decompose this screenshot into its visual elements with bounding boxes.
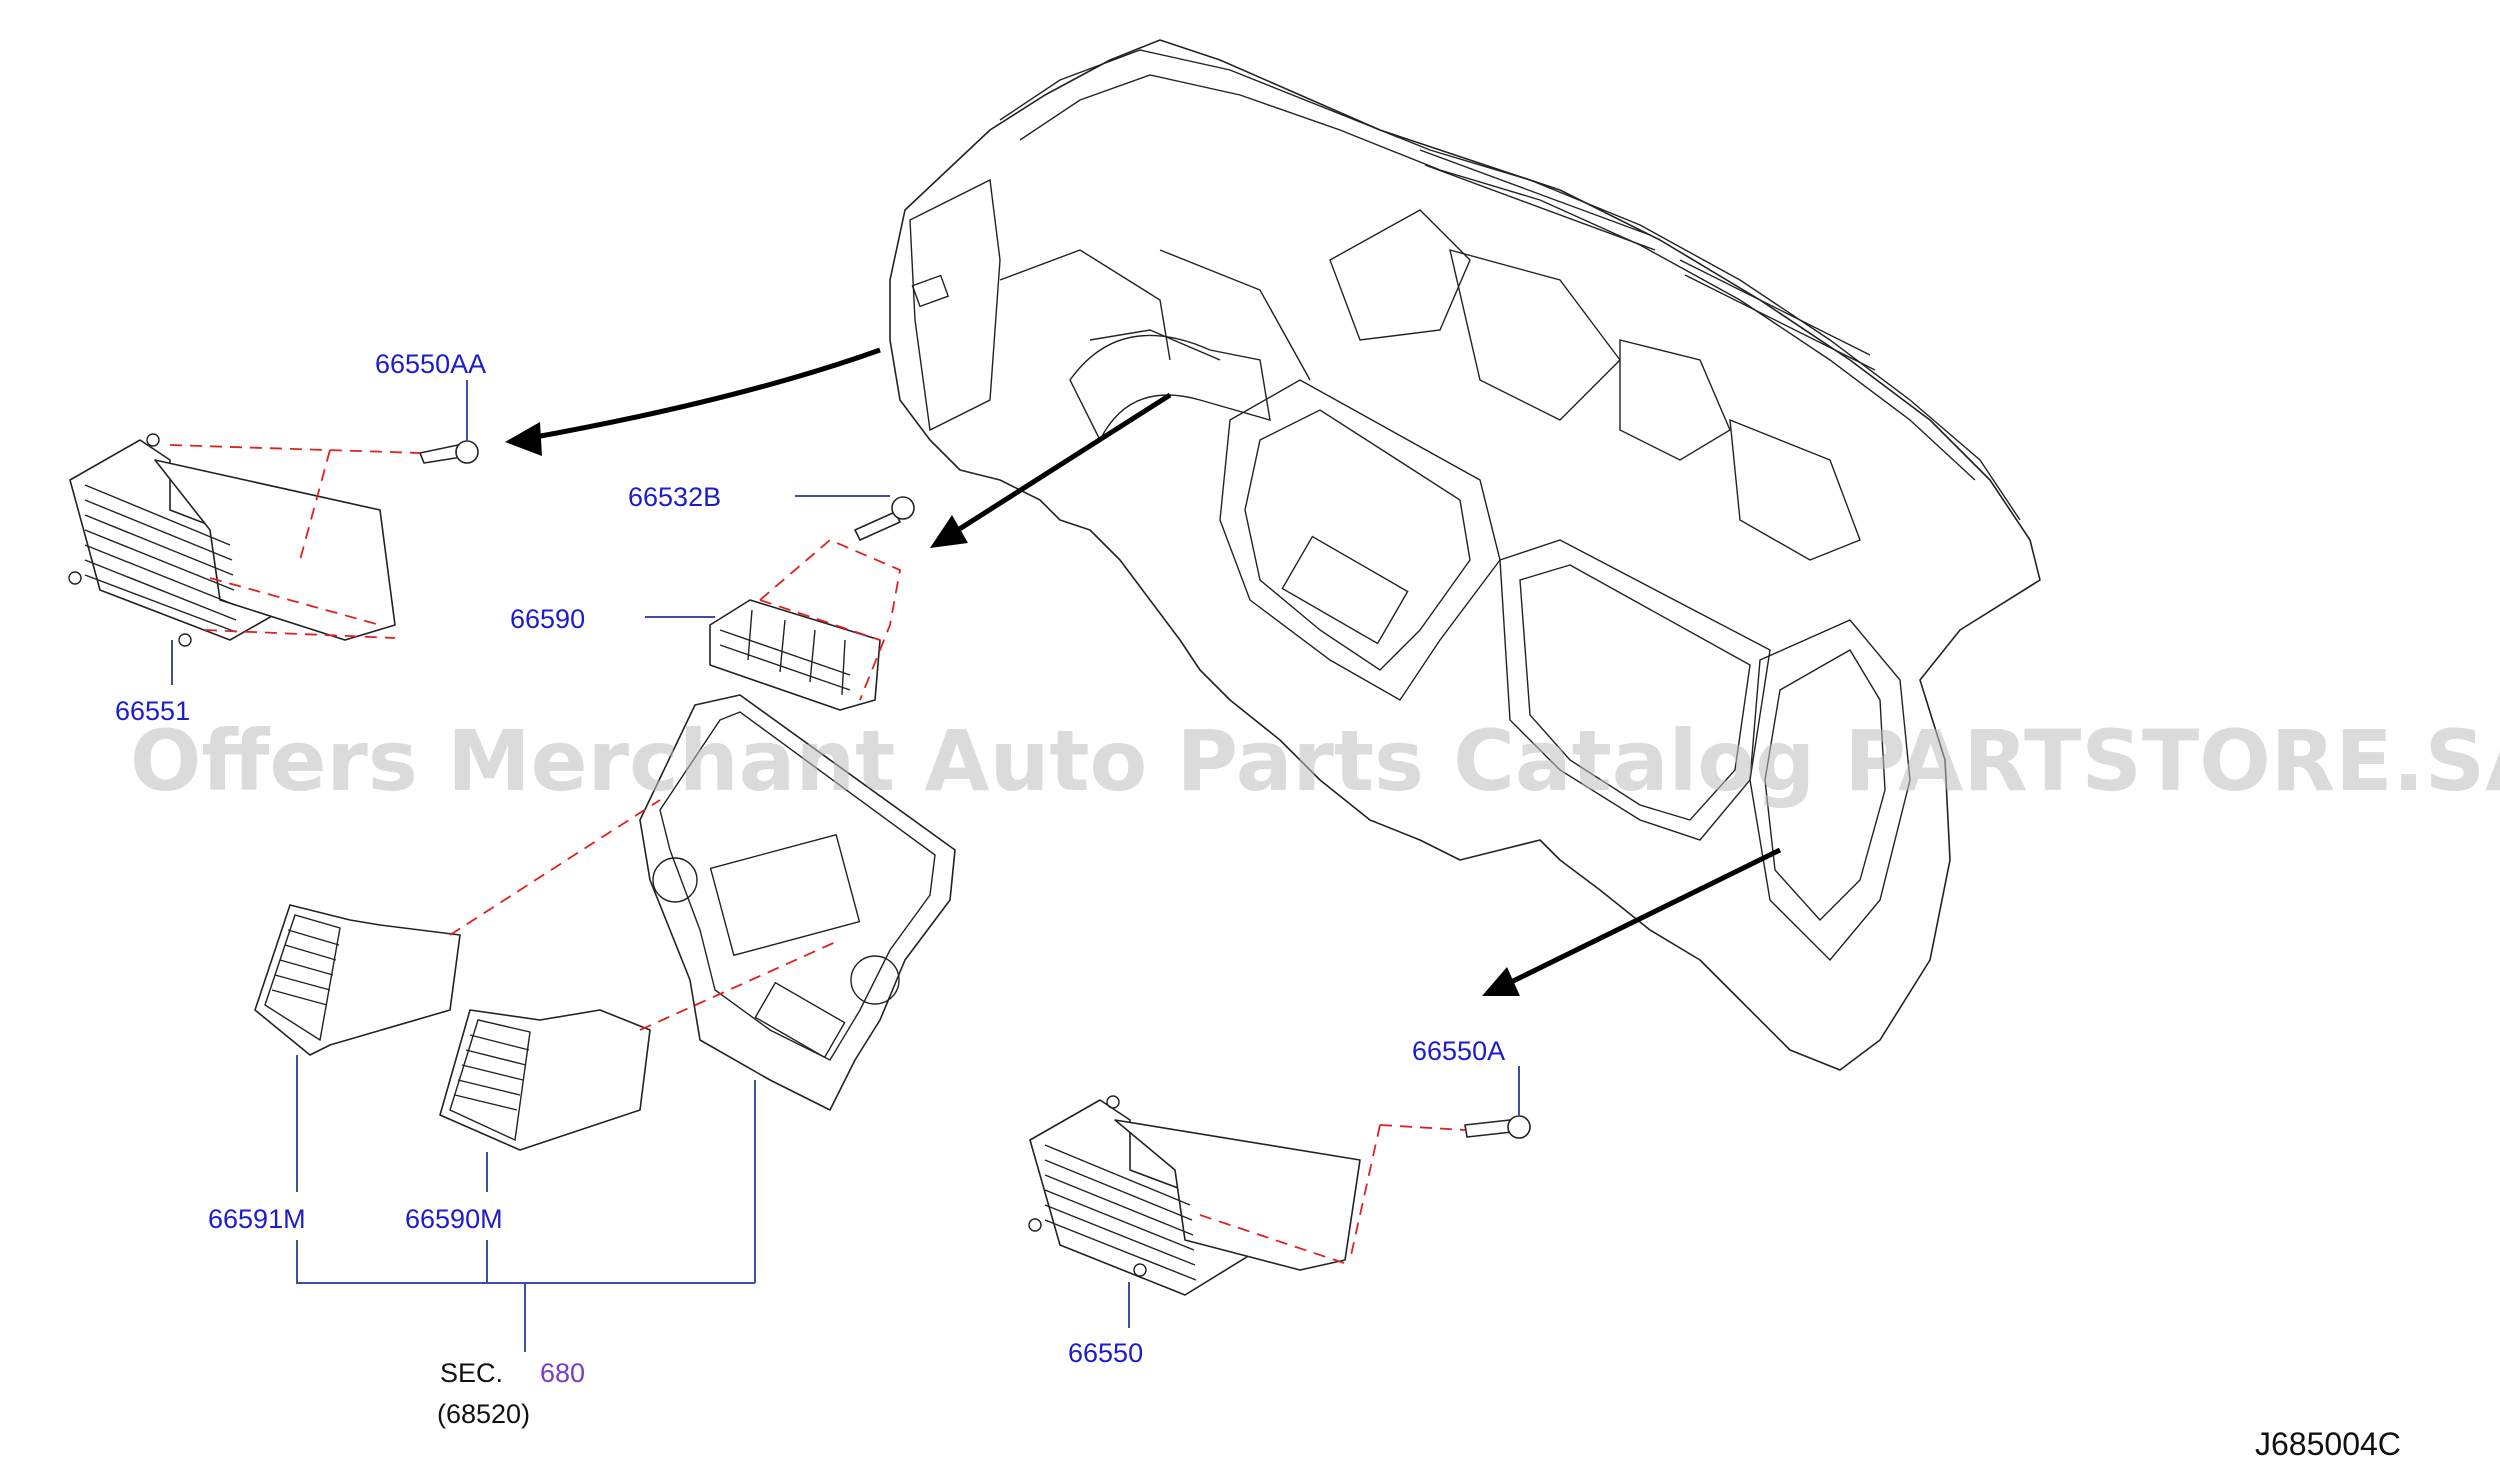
watermark-text: Offers Merchant Auto Parts Catalog PARTS…: [130, 712, 2500, 810]
vent-66590M-drawing: [439, 1009, 651, 1151]
side-vent-66551-drawing: [68, 433, 396, 647]
part-label-66591M[interactable]: 66591M: [208, 1204, 306, 1234]
section-number-link[interactable]: 680: [540, 1358, 585, 1388]
location-arrows: [505, 347, 1782, 996]
section-subnumber: (68520): [437, 1399, 530, 1429]
part-label-66550A[interactable]: 66550A: [1412, 1036, 1505, 1066]
part-label-66550[interactable]: 66550: [1068, 1338, 1143, 1368]
part-label-66550AA[interactable]: 66550AA: [375, 349, 486, 379]
center-finisher-panel-drawing: [639, 694, 956, 1111]
section-prefix: SEC.: [440, 1358, 503, 1388]
assembly-dashed-lines: [169, 444, 1466, 1266]
part-label-66590M[interactable]: 66590M: [405, 1204, 503, 1234]
part-label-66590[interactable]: 66590: [510, 604, 585, 634]
vent-66591M-drawing: [254, 904, 461, 1056]
part-label-66532B[interactable]: 66532B: [628, 482, 721, 512]
screw-66532B-drawing: [854, 496, 915, 541]
screw-66550AA-drawing: [419, 440, 479, 464]
part-label-66551[interactable]: 66551: [115, 696, 190, 726]
instrument-panel-drawing: [889, 39, 2041, 1071]
side-vent-66550-drawing: [1028, 1095, 1361, 1296]
screw-66550A-drawing: [1464, 1115, 1531, 1139]
leader-lines: [171, 380, 1520, 1352]
center-vent-66590-drawing: [709, 599, 881, 711]
diagram-code: J685004C: [2255, 1426, 2401, 1462]
